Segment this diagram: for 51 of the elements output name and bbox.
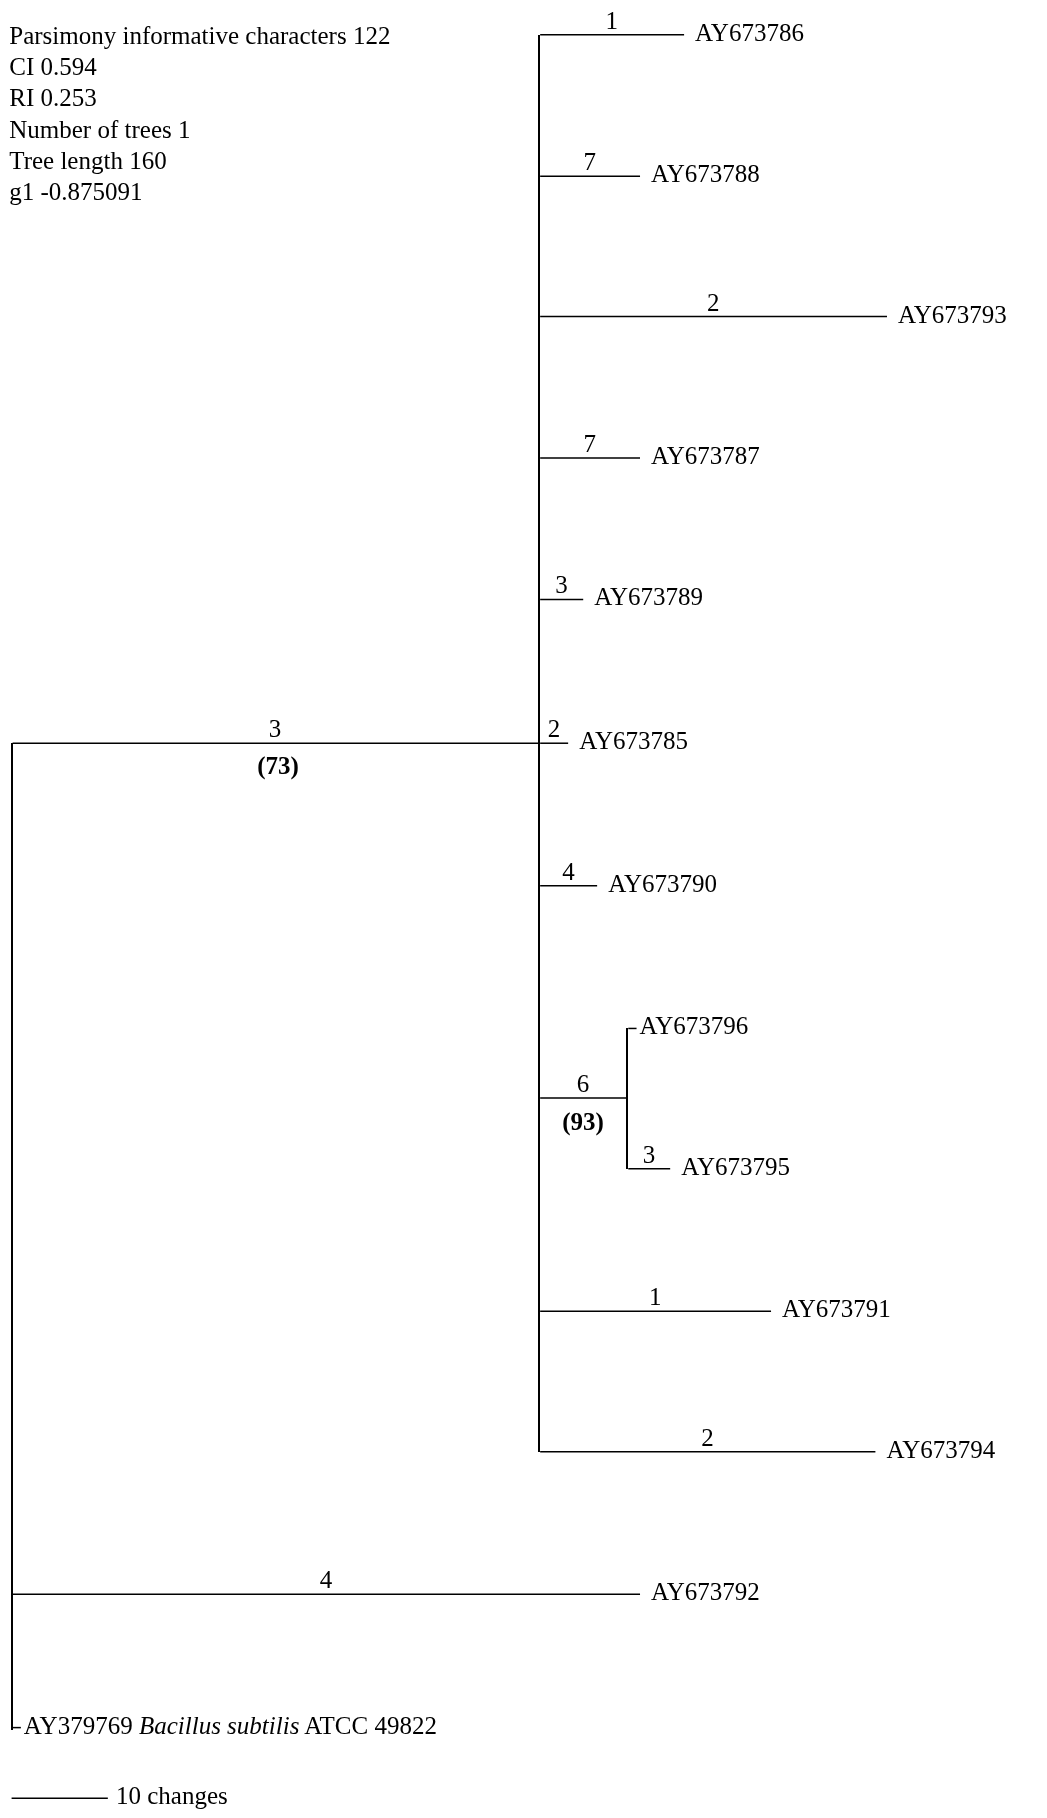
- taxon-label: AY673792: [640, 1577, 760, 1608]
- statistics-text: g1 -0.875091: [9, 177, 143, 208]
- branch-line: [539, 742, 569, 744]
- branch-length-label: 2: [547, 714, 561, 745]
- branch-length-label: 7: [583, 429, 597, 459]
- branch-line: [539, 175, 641, 177]
- taxon-label: AY673786: [684, 17, 804, 48]
- tree-node-bar: [626, 1028, 629, 1169]
- branch-length-label: 3: [642, 1139, 656, 1170]
- branch-line: [11, 742, 539, 744]
- taxon-label: AY673790: [597, 868, 717, 899]
- branch-line: [539, 598, 584, 601]
- taxon-label: AY673794: [875, 1434, 996, 1465]
- taxon-label: AY673795: [670, 1151, 790, 1182]
- bootstrap-value: (73): [257, 751, 299, 782]
- branch-line: [11, 1593, 641, 1595]
- branch-length-label: 6: [576, 1069, 590, 1099]
- statistics-text: Number of trees 1: [9, 114, 191, 145]
- branch-length-label: 4: [562, 856, 575, 887]
- branch-length-label: 3: [268, 714, 282, 745]
- branch-length-label: 2: [701, 1422, 714, 1453]
- branch-line: [539, 885, 598, 887]
- branch-length-label: 1: [649, 1282, 662, 1313]
- branch-length-label: 4: [319, 1565, 333, 1596]
- statistics-text: RI 0.253: [9, 83, 97, 114]
- branch-line: [539, 1097, 627, 1099]
- taxon-label: AY673785: [568, 726, 688, 757]
- taxon-label: AY673796: [636, 1011, 749, 1042]
- branch-length-label: 3: [555, 570, 568, 601]
- statistics-text: Tree length 160: [9, 146, 167, 177]
- tree-node-bar: [10, 743, 13, 1730]
- branch-line: [539, 315, 888, 318]
- taxon-label: AY379769 Bacillus subtilis ATCC 49822: [20, 1710, 437, 1741]
- branch-line: [539, 1310, 772, 1313]
- branch-line: [539, 34, 685, 36]
- scale-bar-label: 10 changes: [115, 1780, 228, 1811]
- branch-length-label: 7: [583, 147, 597, 178]
- branch-length-label: 2: [707, 287, 720, 318]
- taxon-label: AY673793: [887, 299, 1007, 330]
- branch-line: [539, 457, 641, 459]
- taxon-label: AY673788: [640, 159, 760, 190]
- taxon-label: AY673789: [583, 582, 704, 613]
- statistics-text: CI 0.594: [9, 52, 97, 83]
- statistics-text: Parsimony informative characters 122: [9, 20, 391, 51]
- taxon-label: AY673791: [771, 1294, 891, 1325]
- taxon-label: AY673787: [640, 441, 760, 471]
- bootstrap-value: (93): [562, 1107, 604, 1138]
- branch-length-label: 1: [605, 5, 619, 36]
- branch-line: [539, 1450, 877, 1453]
- tree-node-bar: [538, 34, 541, 1452]
- branch-line: [627, 1168, 671, 1170]
